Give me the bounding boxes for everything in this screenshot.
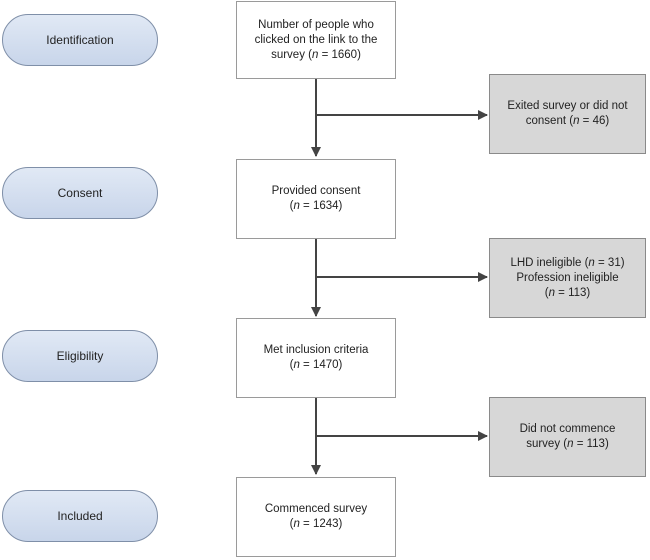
box-consent-n-symbol: n <box>293 200 300 212</box>
box-ineligible-line-3: (n = 113) <box>545 286 591 301</box>
box-clicked-line-1: Number of people who <box>258 18 374 31</box>
box-commenced-n-symbol: n <box>293 518 300 530</box>
box-clicked-n-value: = 1660) <box>318 48 361 61</box>
stage-consent-label: Consent <box>57 186 103 200</box>
box-inclusion-n-value: = 1470) <box>299 359 343 371</box>
box-provided-consent: Provided consent (n = 1634) <box>236 159 396 239</box>
box-clicked-link: Number of people who clicked on the link… <box>236 1 396 79</box>
box-ineligible-line-3-open: ( <box>544 286 549 299</box>
box-not-commenced-n-symbol: n <box>567 438 574 450</box>
box-ineligible-line-2: Profession ineligible <box>516 271 619 284</box>
box-did-not-commence: Did not commence survey (n = 113) <box>489 397 646 477</box>
box-consent-count: (n = 1634) <box>290 199 343 214</box>
box-commenced-survey: Commenced survey (n = 1243) <box>236 477 396 557</box>
box-ineligible-line-1: LHD ineligible (n = 31) <box>510 256 624 271</box>
box-inclusion-line-1: Met inclusion criteria <box>263 344 369 356</box>
box-commenced-open: ( <box>289 518 294 530</box>
box-exited-line-1: Exited survey or did not <box>507 100 628 112</box>
box-clicked-line-3-prefix: survey ( <box>271 48 312 61</box>
stage-identification: Identification <box>2 14 158 66</box>
box-not-commenced-line-2: survey (n = 113) <box>526 437 609 452</box>
box-exited-n-symbol: n <box>573 115 580 127</box>
box-clicked-line-2: clicked on the link to the <box>254 33 378 46</box>
box-commenced-count: (n = 1243) <box>290 517 343 532</box>
box-not-commenced-line-2-prefix: survey ( <box>526 438 568 450</box>
box-ineligible-line-1-prefix: LHD ineligible ( <box>510 256 589 269</box>
box-ineligible-line-3-n-value: = 113) <box>554 286 591 299</box>
box-ineligible-line-1-n-symbol: n <box>588 256 595 269</box>
box-inclusion-count: (n = 1470) <box>290 358 343 373</box>
box-exited-n-value: = 46) <box>579 115 610 127</box>
stage-eligibility: Eligibility <box>2 330 158 382</box>
box-clicked-line-3: survey (n = 1660) <box>271 48 361 63</box>
stage-included: Included <box>2 490 158 542</box>
box-inclusion-n-symbol: n <box>293 359 300 371</box>
box-commenced-n-value: = 1243) <box>299 518 343 530</box>
stage-included-label: Included <box>57 509 103 523</box>
box-consent-n-value: = 1634) <box>299 200 343 212</box>
box-ineligible: LHD ineligible (n = 31) Profession ineli… <box>489 238 646 318</box>
box-exited-survey: Exited survey or did not consent (n = 46… <box>489 74 646 154</box>
box-inclusion-open: ( <box>289 359 294 371</box>
box-consent-line-1: Provided consent <box>271 185 361 197</box>
box-commenced-line-1: Commenced survey <box>264 503 368 515</box>
box-ineligible-line-3-n-symbol: n <box>548 286 555 299</box>
box-met-inclusion: Met inclusion criteria (n = 1470) <box>236 318 396 398</box>
box-exited-line-2-prefix: consent ( <box>525 115 574 127</box>
stage-identification-label: Identification <box>46 33 114 47</box>
stage-eligibility-label: Eligibility <box>56 349 104 363</box>
box-ineligible-line-1-n-value: = 31) <box>594 256 625 269</box>
box-not-commenced-line-1: Did not commence <box>519 423 616 435</box>
box-clicked-n-symbol: n <box>311 48 319 61</box>
stage-consent: Consent <box>2 167 158 219</box>
box-exited-line-2: consent (n = 46) <box>526 114 609 129</box>
box-not-commenced-n-value: = 113) <box>573 438 609 450</box>
box-consent-open: ( <box>289 200 294 212</box>
